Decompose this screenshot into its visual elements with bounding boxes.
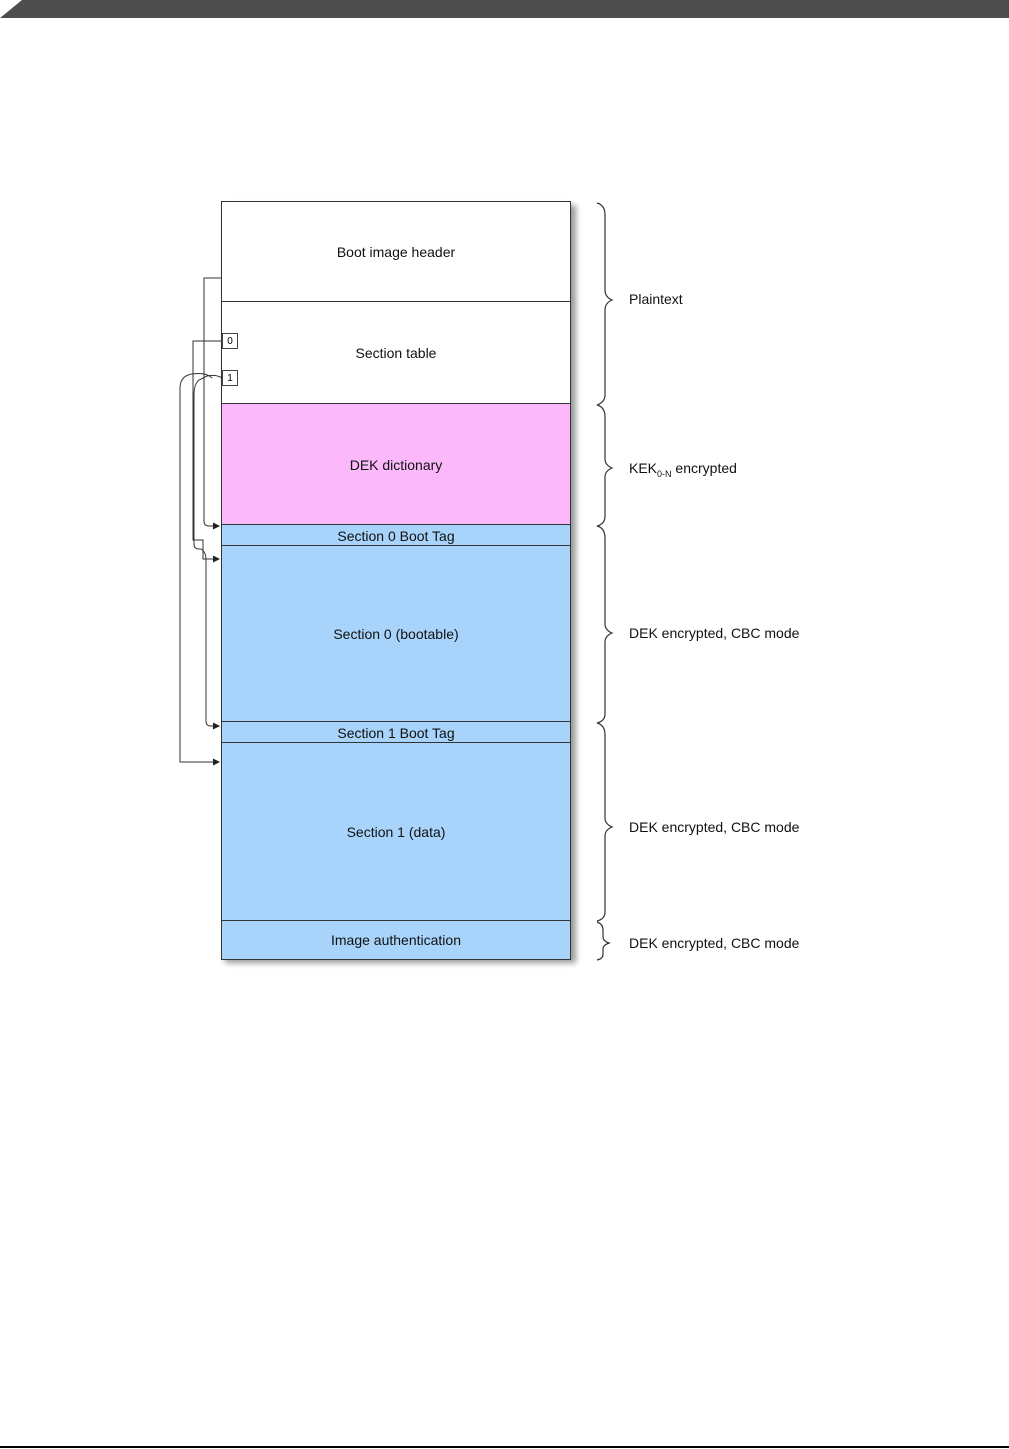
section0-boot-tag-label: Section 0 Boot Tag xyxy=(337,527,455,544)
kek-encrypted-annotation: KEK0-N encrypted xyxy=(629,460,737,479)
page-bottom-rule xyxy=(0,1446,1009,1448)
image-authentication-label: Image authentication xyxy=(331,932,461,948)
section-table-entry-1: 1 xyxy=(222,370,238,386)
section1-data-block: Section 1 (data) xyxy=(221,742,571,922)
dek-dictionary-label: DEK dictionary xyxy=(349,456,443,473)
plaintext-brace xyxy=(596,202,614,406)
dek-dictionary-block: DEK dictionary xyxy=(221,403,571,526)
section-table-block: Section table xyxy=(221,301,571,405)
plaintext-annotation: Plaintext xyxy=(629,291,683,307)
dek-section1-annotation: DEK encrypted, CBC mode xyxy=(629,819,800,835)
kek-brace xyxy=(596,404,614,527)
section-table-label: Section table xyxy=(355,345,437,361)
image-authentication-block: Image authentication xyxy=(221,920,571,960)
section0-boot-tag-block: Section 0 Boot Tag xyxy=(221,524,571,547)
section-table-entry-0: 0 xyxy=(222,333,238,349)
section1-boot-tag-label: Section 1 Boot Tag xyxy=(337,724,455,741)
arrow-entry1-to-section1 xyxy=(179,373,220,766)
section1-boot-tag-block: Section 1 Boot Tag xyxy=(221,721,571,744)
boot-image-header-label: Boot image header xyxy=(336,244,456,260)
section1-brace xyxy=(596,722,614,922)
section0-bootable-label: Section 0 (bootable) xyxy=(333,626,459,642)
section0-brace xyxy=(596,525,614,724)
arrow-entry1-to-section1-tag xyxy=(193,374,223,730)
section0-bootable-block: Section 0 (bootable) xyxy=(221,545,571,723)
boot-image-header-block: Boot image header xyxy=(221,201,571,303)
page-header-bar xyxy=(0,0,1009,18)
dek-section0-annotation: DEK encrypted, CBC mode xyxy=(629,625,800,641)
dek-image-auth-annotation: DEK encrypted, CBC mode xyxy=(629,935,800,951)
arrow-header-to-section0-tag xyxy=(203,277,221,530)
image-auth-brace xyxy=(596,921,611,961)
section1-data-label: Section 1 (data) xyxy=(346,824,446,840)
